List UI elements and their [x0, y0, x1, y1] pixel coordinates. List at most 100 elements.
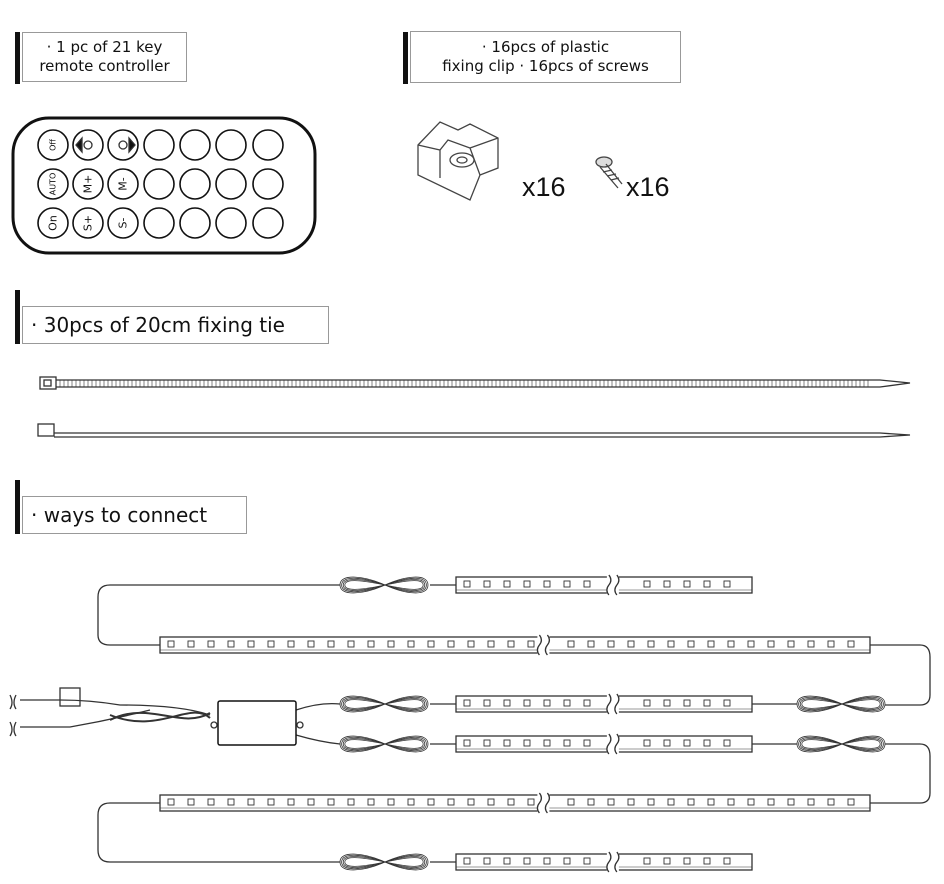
- led-chip: [643, 699, 651, 707]
- clip-label: · 16pcs of plastic fixing clip · 16pcs o…: [410, 31, 681, 83]
- led-chip: [523, 857, 531, 865]
- remote-button-on[interactable]: On: [37, 207, 69, 239]
- led-chip: [543, 580, 551, 588]
- led-chip: [667, 640, 675, 648]
- remote-button[interactable]: [215, 207, 247, 239]
- cable-coil: [339, 695, 429, 713]
- led-chip: [703, 739, 711, 747]
- remote-label-line1: · 1 pc of 21 key: [46, 38, 163, 56]
- led-chip: [367, 640, 375, 648]
- led-chip: [447, 798, 455, 806]
- led-chip: [463, 857, 471, 865]
- controller-box: [210, 700, 304, 746]
- remote-button-label: Off: [49, 139, 58, 151]
- led-chip: [563, 739, 571, 747]
- remote-button[interactable]: [179, 207, 211, 239]
- remote-button-off[interactable]: Off: [37, 129, 69, 161]
- remote-button[interactable]: [215, 129, 247, 161]
- screw-quantity: x16: [626, 172, 670, 202]
- led-chip: [847, 798, 855, 806]
- led-chip: [703, 699, 711, 707]
- led-chip: [807, 798, 815, 806]
- led-chip: [503, 739, 511, 747]
- cut-break-icon: [606, 693, 620, 715]
- led-chip: [427, 798, 435, 806]
- led-chip: [587, 798, 595, 806]
- remote-button[interactable]: [252, 207, 284, 239]
- led-chip: [627, 640, 635, 648]
- led-chip: [683, 580, 691, 588]
- remote-button-mplus[interactable]: M+: [72, 168, 104, 200]
- remote-button[interactable]: [252, 168, 284, 200]
- connect-label-text: · ways to connect: [31, 502, 208, 527]
- led-chip: [307, 798, 315, 806]
- led-chip: [683, 857, 691, 865]
- label-marker: [15, 290, 20, 344]
- led-strip: [455, 733, 753, 755]
- tie-label: · 30pcs of 20cm fixing tie: [22, 306, 329, 344]
- led-chip: [287, 798, 295, 806]
- led-chip: [463, 699, 471, 707]
- remote-button[interactable]: [143, 168, 175, 200]
- led-chip: [727, 640, 735, 648]
- label-marker: [15, 480, 20, 534]
- led-chip: [523, 580, 531, 588]
- led-chip: [583, 580, 591, 588]
- led-chip: [483, 580, 491, 588]
- led-strip: [455, 693, 753, 715]
- remote-button-brightminusdown[interactable]: [72, 129, 104, 161]
- clip-label-line1: · 16pcs of plastic: [481, 38, 610, 56]
- led-chip: [643, 739, 651, 747]
- led-chip: [827, 798, 835, 806]
- led-chip: [663, 699, 671, 707]
- remote-button[interactable]: [143, 207, 175, 239]
- remote-button-mminus[interactable]: M-: [107, 168, 139, 200]
- remote-button-auto[interactable]: AUTO: [37, 168, 69, 200]
- led-chip: [643, 857, 651, 865]
- led-chip: [387, 640, 395, 648]
- sun-icon: [83, 140, 93, 150]
- led-chip: [703, 580, 711, 588]
- cable-coil: [339, 576, 429, 594]
- led-chip: [723, 580, 731, 588]
- remote-button[interactable]: [215, 168, 247, 200]
- clip-label-line2: fixing clip · 16pcs of screws: [442, 57, 649, 75]
- fixing-tie-front: [39, 376, 911, 390]
- tie-label-text: · 30pcs of 20cm fixing tie: [31, 312, 285, 337]
- remote-button[interactable]: [179, 168, 211, 200]
- led-chip: [583, 739, 591, 747]
- led-chip: [647, 640, 655, 648]
- cable-coil: [339, 735, 429, 753]
- led-chip: [543, 739, 551, 747]
- cut-break-icon: [536, 634, 551, 656]
- led-chip: [687, 798, 695, 806]
- led-chip: [703, 857, 711, 865]
- led-chip: [767, 640, 775, 648]
- led-chip: [747, 640, 755, 648]
- remote-button-sminus[interactable]: S-: [107, 207, 139, 239]
- remote-button[interactable]: [252, 129, 284, 161]
- remote-button-label: M-: [117, 177, 130, 190]
- led-chip: [347, 640, 355, 648]
- led-chip: [567, 798, 575, 806]
- led-chip: [307, 640, 315, 648]
- led-chip: [227, 798, 235, 806]
- led-chip: [287, 640, 295, 648]
- led-chip: [447, 640, 455, 648]
- led-chip: [663, 580, 671, 588]
- remote-button-label: AUTO: [49, 173, 58, 196]
- led-chip: [543, 857, 551, 865]
- remote-button-splus[interactable]: S+: [72, 207, 104, 239]
- cable-coil: [796, 735, 886, 753]
- label-marker: [15, 32, 20, 84]
- remote-button[interactable]: [143, 129, 175, 161]
- led-chip: [723, 857, 731, 865]
- led-chip: [187, 798, 195, 806]
- remote-button-brightminusup[interactable]: [107, 129, 139, 161]
- led-chip: [267, 798, 275, 806]
- led-chip: [723, 739, 731, 747]
- remote-button[interactable]: [179, 129, 211, 161]
- led-strip: [159, 634, 871, 656]
- led-chip: [483, 739, 491, 747]
